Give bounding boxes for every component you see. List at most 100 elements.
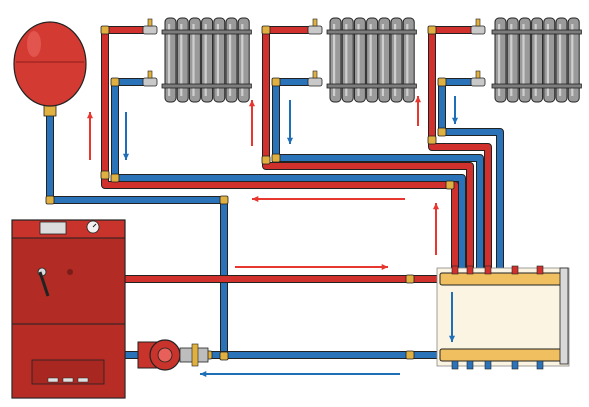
radiator-fin xyxy=(225,17,238,103)
rad2-bottom-valve xyxy=(307,77,323,87)
arrow-supply-right-head xyxy=(381,263,388,271)
radiator-fin-highlight xyxy=(369,24,372,96)
radiator-fin xyxy=(567,17,580,103)
radiator-fin-highlight xyxy=(241,24,244,96)
radiator-fin-highlight xyxy=(381,24,384,96)
boiler-door-bolt xyxy=(67,269,73,275)
pipe-fitting xyxy=(110,173,120,183)
radiator-3 xyxy=(470,17,582,103)
radiator-fin-highlight xyxy=(406,24,409,96)
pipe-fitting xyxy=(100,25,110,35)
rad1-return-pipe xyxy=(112,79,150,178)
radiator-fin xyxy=(341,17,354,103)
pipe-fitting xyxy=(437,77,447,87)
rad2-return-pipe-outline xyxy=(272,78,315,158)
radiator-fin xyxy=(366,17,379,103)
pump-impeller xyxy=(157,347,173,363)
circulation-pump xyxy=(137,339,209,371)
boiler-control-panel xyxy=(39,221,67,235)
arrow-manifold-up-head xyxy=(432,203,440,210)
manifold-valve xyxy=(536,265,544,275)
radiator-fin-highlight xyxy=(345,24,348,96)
rad1-supply-run-outline xyxy=(101,175,459,280)
rad1-top-valve xyxy=(142,25,158,35)
manifold-valve xyxy=(511,265,519,275)
radiator-fin xyxy=(201,17,214,103)
rad1-supply-run xyxy=(102,175,458,280)
radiator-fin-highlight xyxy=(522,24,525,96)
manifold-valve xyxy=(484,360,492,370)
rad2-top-valve xyxy=(307,25,323,35)
rad2-bottom-valve-cap xyxy=(312,70,318,79)
manifold-return-bar xyxy=(439,348,567,362)
radiator-1 xyxy=(142,17,252,103)
radiator-fin xyxy=(176,17,189,103)
rad1-bottom-valve-cap xyxy=(147,70,153,79)
radiator-fin xyxy=(402,17,415,103)
flow-arrows xyxy=(86,96,459,378)
radiator-fin-highlight xyxy=(546,24,549,96)
radiator-top-header xyxy=(491,29,582,35)
radiator-fin xyxy=(213,17,226,103)
manifold-valve xyxy=(511,360,519,370)
pipe-fitting xyxy=(427,25,437,35)
manifold-valve xyxy=(536,360,544,370)
pipe-fitting xyxy=(405,350,415,360)
pipe-fitting xyxy=(261,25,271,35)
arrow-return-left-head xyxy=(200,370,207,378)
pipe-fitting xyxy=(271,153,281,163)
rad3-bottom-valve-cap xyxy=(475,70,481,79)
radiator-fin-highlight xyxy=(229,24,232,96)
distribution-manifold xyxy=(436,265,570,370)
radiator-fin-highlight xyxy=(498,24,501,96)
boiler-vent-slot xyxy=(77,377,89,383)
expansion-tank-highlight xyxy=(27,31,41,57)
expansion-tank xyxy=(13,21,87,117)
radiator-fin-highlight xyxy=(168,24,171,96)
rad3-top-valve-cap xyxy=(475,18,481,27)
boiler-vent-slot xyxy=(62,377,74,383)
radiator-fin xyxy=(543,17,556,103)
radiator-fin xyxy=(518,17,531,103)
rad3-bottom-valve xyxy=(470,77,486,87)
pipe-fitting xyxy=(100,170,110,180)
expansion-tank-body xyxy=(13,21,87,107)
rad3-return-pipe xyxy=(439,79,478,132)
radiator-top-header xyxy=(326,29,417,35)
radiator-fin xyxy=(164,17,177,103)
radiator-fin-highlight xyxy=(559,24,562,96)
arrow-rad1-up-head xyxy=(86,112,94,119)
radiator-fin xyxy=(555,17,568,103)
boiler xyxy=(11,219,126,399)
boiler-gauge-needle xyxy=(92,223,97,228)
pipe-fitting xyxy=(45,195,55,205)
radiator-bottom-header xyxy=(161,83,252,89)
boiler-door-handle xyxy=(38,271,50,297)
radiator-top-header xyxy=(161,29,252,35)
pump-union xyxy=(191,343,199,367)
boiler-vent-slot xyxy=(47,377,59,383)
arrow-rad1-down-head xyxy=(122,153,130,160)
radiator-fin-highlight xyxy=(357,24,360,96)
radiator-fin-highlight xyxy=(333,24,336,96)
radiator-bottom-header xyxy=(326,83,417,89)
pipe-fitting xyxy=(405,274,415,284)
pipe-fitting xyxy=(427,135,437,145)
rad2-top-valve-cap xyxy=(312,18,318,27)
manifold-end-cap xyxy=(559,267,569,365)
radiator-fin-highlight xyxy=(204,24,207,96)
pipe-fitting xyxy=(437,127,447,137)
rad2-return-pipe xyxy=(273,79,315,158)
rad1-return-pipe-outline xyxy=(111,78,150,178)
radiator-fin-highlight xyxy=(180,24,183,96)
radiator-fin xyxy=(378,17,391,103)
pipe-fitting xyxy=(219,351,229,361)
manifold-valve xyxy=(451,360,459,370)
pipe-fitting xyxy=(271,77,281,87)
manifold-valve xyxy=(466,265,474,275)
manifold-valve xyxy=(451,265,459,275)
rad1-top-valve-cap xyxy=(147,18,153,27)
radiator-2 xyxy=(307,17,417,103)
